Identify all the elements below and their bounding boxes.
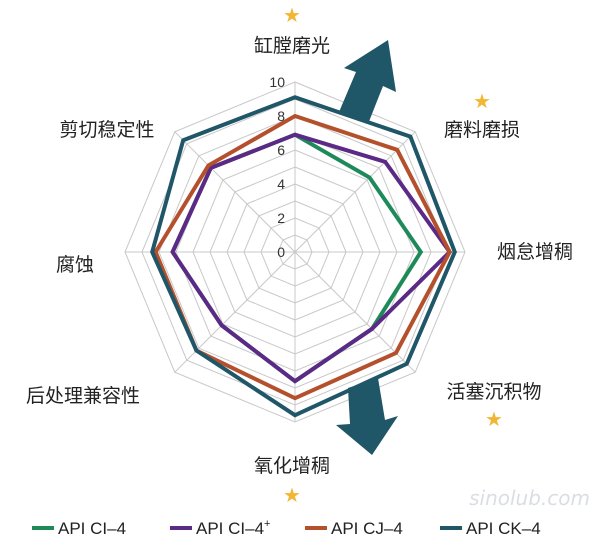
axis-label: 烟怠增稠 <box>497 241 573 263</box>
legend-label: API CI–4+ <box>196 518 270 538</box>
up-arrow-icon <box>339 40 396 124</box>
legend-label: API CJ–4 <box>331 519 403 538</box>
axis-label: 氧化增稠 <box>254 455 330 477</box>
axis-label: 腐蚀 <box>56 254 94 276</box>
grid-spoke <box>174 251 296 373</box>
star-icon: ★ <box>283 3 301 27</box>
tick-label: 4 <box>277 176 285 192</box>
tick-label: 10 <box>269 74 285 90</box>
legend-label: API CI–4 <box>58 519 126 538</box>
axis-label: 活塞沉积物 <box>446 381 541 403</box>
tick-label: 6 <box>277 142 285 158</box>
grid-spoke <box>294 131 416 253</box>
series-line-3 <box>150 95 457 418</box>
tick-label: 8 <box>277 108 285 124</box>
series-line-2 <box>153 113 452 401</box>
watermark: sinolub.com <box>469 486 590 510</box>
star-icon: ★ <box>473 89 491 113</box>
tick-label: 0 <box>277 244 285 260</box>
star-icon: ★ <box>485 407 503 431</box>
star-icon: ★ <box>283 483 301 507</box>
legend-label: API CK–4 <box>466 519 541 538</box>
axis-label: 剪切稳定性 <box>59 119 154 141</box>
grid-spoke <box>174 131 296 253</box>
axis-label: 后处理兼容性 <box>26 385 140 407</box>
tick-label: 2 <box>277 210 285 226</box>
down-arrow-icon <box>336 378 398 455</box>
axis-label: 缸膛磨光 <box>254 35 330 57</box>
series-line-1 <box>170 132 453 384</box>
axis-label: 磨料磨损 <box>444 119 520 141</box>
